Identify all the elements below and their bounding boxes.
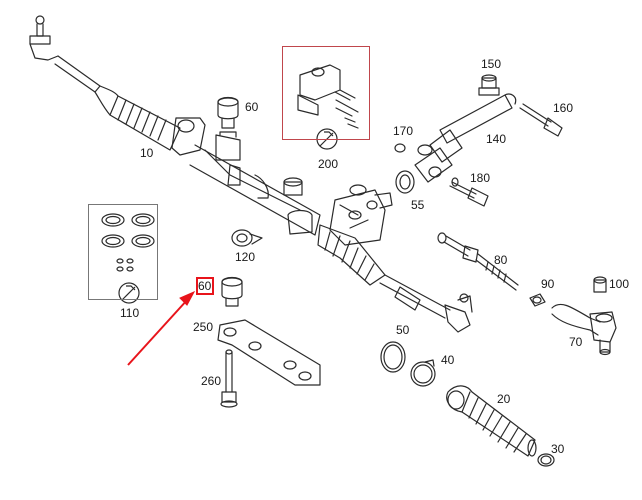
boot-20	[446, 385, 537, 457]
label-260[interactable]: 260	[201, 374, 222, 388]
clamp-30	[537, 453, 555, 467]
label-20[interactable]: 20	[497, 392, 511, 406]
label-100[interactable]: 100	[609, 277, 630, 291]
bolt-180	[449, 177, 489, 207]
label-60-lower[interactable]: 60	[198, 279, 212, 293]
intermediate-shaft-140	[414, 93, 517, 183]
label-200[interactable]: 200	[318, 157, 339, 171]
label-90[interactable]: 90	[541, 277, 555, 291]
label-250[interactable]: 250	[193, 320, 214, 334]
bolt-160	[519, 103, 563, 137]
bracket-250	[217, 319, 321, 386]
label-10[interactable]: 10	[140, 146, 154, 160]
mount-bushing-60-upper	[217, 96, 239, 129]
seal-kit-box	[88, 204, 158, 300]
label-110[interactable]: 110	[120, 306, 140, 320]
label-170[interactable]: 170	[393, 124, 414, 138]
seal-120	[231, 229, 263, 247]
seal-kit-110-parts	[101, 213, 155, 272]
highlighted-part-marker[interactable]	[196, 277, 214, 295]
label-70[interactable]: 70	[569, 335, 583, 349]
valve-kit-200-parts	[297, 64, 359, 129]
label-150[interactable]: 150	[481, 57, 502, 71]
label-40[interactable]: 40	[441, 353, 455, 367]
nut-150	[478, 74, 500, 96]
inner-tie-rod-80	[437, 232, 519, 291]
washer-170	[394, 143, 406, 153]
bolt-260	[220, 349, 238, 408]
steering-rack-10	[29, 15, 473, 333]
arrow-icon	[127, 290, 196, 366]
label-60-upper[interactable]: 60	[245, 100, 259, 114]
mount-bushing-60-lower	[221, 276, 243, 307]
valve-kit-box	[282, 46, 370, 140]
seal-55	[395, 170, 415, 194]
label-140[interactable]: 140	[486, 132, 507, 146]
label-80[interactable]: 80	[494, 253, 508, 267]
label-180[interactable]: 180	[470, 171, 491, 185]
label-30[interactable]: 30	[551, 442, 565, 456]
ring-50	[380, 341, 406, 373]
nut-90	[529, 293, 546, 307]
nut-100	[593, 276, 607, 293]
label-120[interactable]: 120	[235, 250, 256, 264]
label-50[interactable]: 50	[396, 323, 410, 337]
label-160[interactable]: 160	[553, 101, 574, 115]
clamp-40	[410, 359, 436, 387]
label-55[interactable]: 55	[411, 198, 425, 212]
wrench-icon	[118, 282, 140, 304]
outer-tie-rod-end-70	[551, 303, 617, 356]
